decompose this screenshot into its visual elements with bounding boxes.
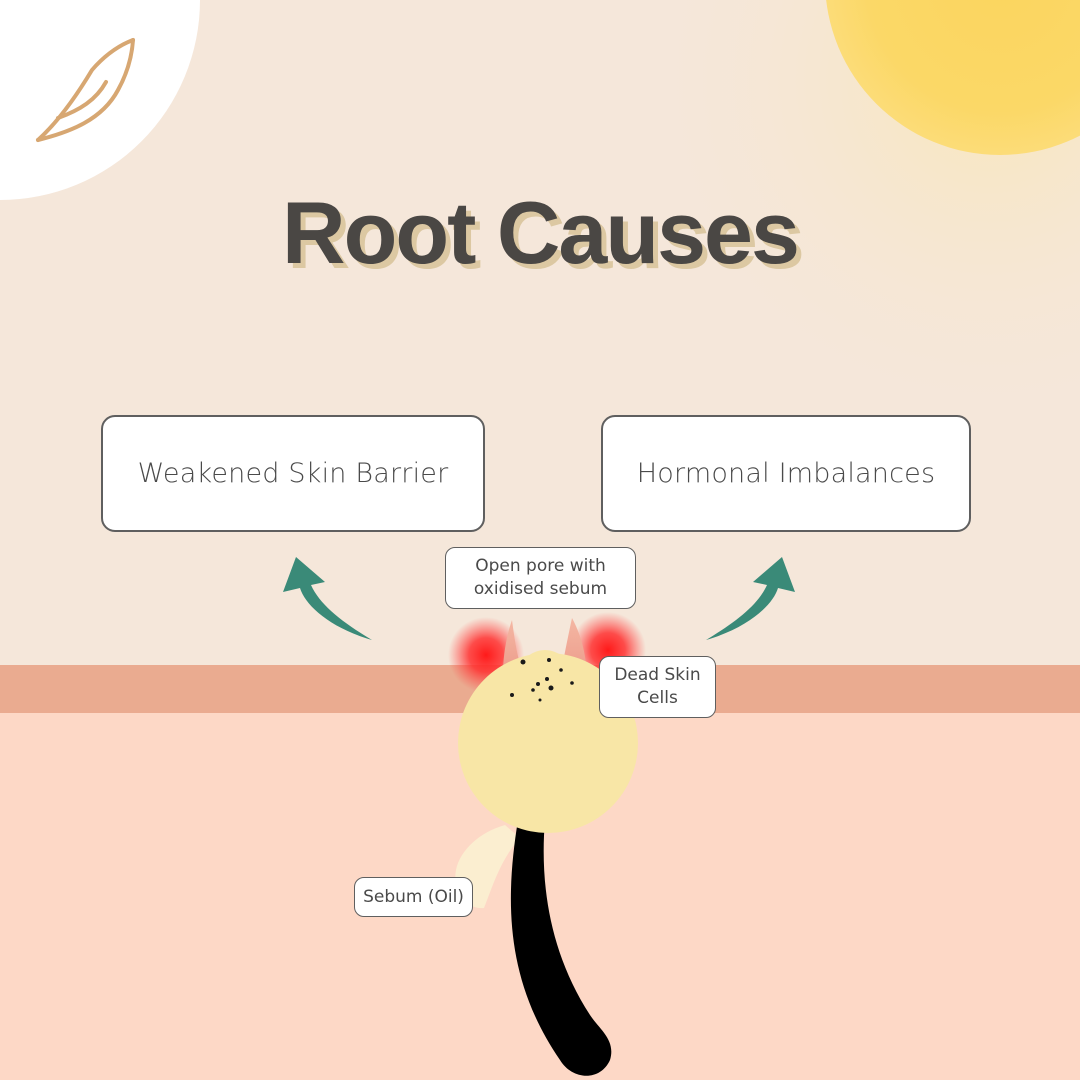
cause-box-right: Hormonal Imbalances — [601, 415, 971, 532]
cause-box-left: Weakened Skin Barrier — [101, 415, 485, 532]
leaf-logo-icon — [36, 38, 135, 142]
open-pore-label-line1: Open pore with — [475, 556, 606, 577]
dead-skin-label-line2: Cells — [637, 688, 678, 708]
sebum-label: Sebum (Oil) — [354, 877, 473, 917]
sebum-label-text: Sebum (Oil) — [363, 886, 464, 907]
follicle-bulb — [458, 653, 638, 833]
cause-label-right: Hormonal Imbalances — [636, 458, 936, 489]
page-title: Root Causes — [282, 183, 800, 282]
sun-decoration — [826, 0, 1080, 155]
open-pore-label-line2: oxidised sebum — [473, 579, 608, 599]
curved-arrow-up-icon — [283, 557, 372, 640]
cause-label-left: Weakened Skin Barrier — [137, 458, 449, 489]
logo-badge — [0, 0, 200, 200]
dead-skin-label-line1: Dead Skin — [614, 665, 701, 686]
open-pore-label: Open pore with oxidised sebum — [445, 547, 636, 609]
hair-shaft — [510, 820, 612, 1076]
dead-skin-label: Dead Skin Cells — [599, 656, 716, 718]
curved-arrow-up-icon — [706, 557, 795, 640]
oxidised-sebum-dots — [510, 658, 574, 702]
